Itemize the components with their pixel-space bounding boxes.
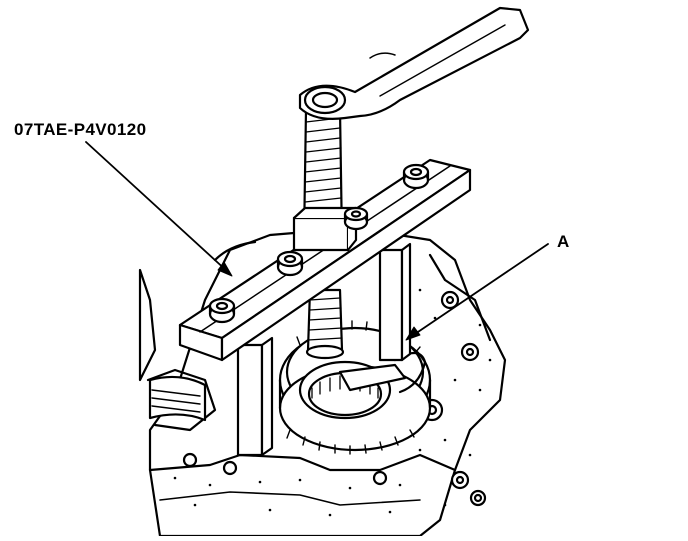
puller-legs (236, 242, 412, 457)
arrowhead-icon (217, 261, 421, 341)
crossbar-bolts (208, 163, 430, 324)
part-a-leader-line (411, 243, 549, 337)
tool-leader-line (85, 141, 229, 273)
part-a-label: A (557, 232, 570, 251)
ratchet-handle (298, 6, 530, 120)
tool-number-label: 07TAE-P4V0120 (14, 120, 147, 139)
leader-lines (85, 141, 549, 337)
